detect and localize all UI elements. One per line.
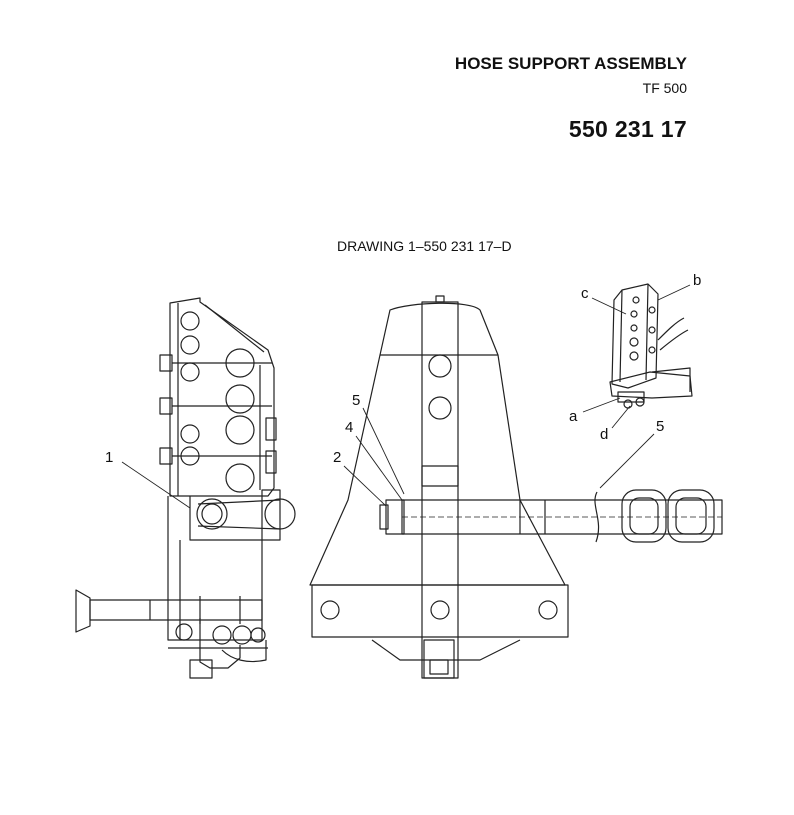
callout-5-front: 5 bbox=[352, 392, 360, 409]
callout-5-detail: 5 bbox=[656, 418, 664, 435]
callout-leaders bbox=[121, 284, 691, 509]
detail-view bbox=[609, 283, 693, 409]
callout-b: b bbox=[693, 272, 701, 289]
callout-a: a bbox=[569, 408, 578, 425]
callout-4: 4 bbox=[345, 419, 353, 436]
callout-d: d bbox=[600, 426, 608, 443]
callout-2: 2 bbox=[333, 449, 341, 466]
callout-c: c bbox=[581, 285, 589, 302]
document-title: HOSE SUPPORT ASSEMBLY bbox=[454, 54, 687, 73]
model-name: TF 500 bbox=[642, 80, 687, 96]
callout-1: 1 bbox=[105, 449, 113, 466]
drawing-label: DRAWING 1–550 231 17–D bbox=[337, 238, 512, 254]
part-number: 550 231 17 bbox=[568, 116, 687, 142]
side-view bbox=[75, 297, 296, 679]
front-view bbox=[309, 295, 723, 679]
